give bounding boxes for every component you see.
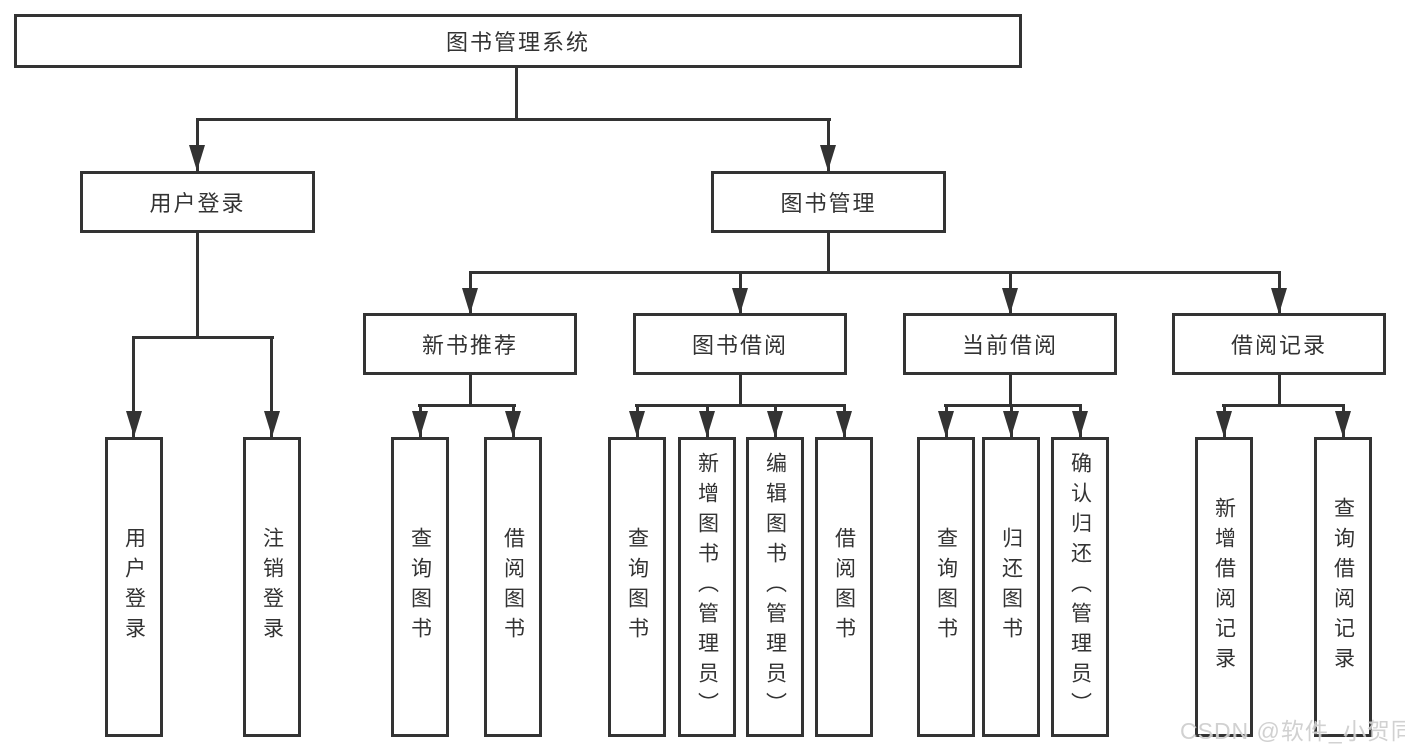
leaf-user-login: 用户登录	[105, 437, 163, 737]
leaf-return-books-label: 归还图书	[999, 527, 1023, 647]
leaf-add-borrow-record-label: 新增借阅记录	[1212, 497, 1236, 677]
leaf-current-query-books-label: 查询图书	[934, 527, 958, 647]
arrowhead-icon	[264, 411, 280, 437]
arrowhead-icon	[1002, 288, 1018, 314]
node-book-management: 图书管理	[711, 171, 946, 233]
leaf-recommend-query-books-label: 查询图书	[408, 527, 432, 647]
leaf-borrow-books: 借阅图书	[815, 437, 873, 737]
connector-line	[469, 375, 472, 406]
arrowhead-icon	[1072, 411, 1088, 437]
leaf-borrow-query-books-label: 查询图书	[625, 527, 649, 647]
leaf-edit-books-admin: 编辑图书（管理员）	[746, 437, 804, 737]
connector-line	[635, 404, 846, 407]
connector-line	[196, 233, 199, 338]
arrowhead-icon	[126, 411, 142, 437]
arrowhead-icon	[1003, 411, 1019, 437]
leaf-add-books-admin-label: 新增图书（管理员）	[695, 452, 719, 722]
node-root-system: 图书管理系统	[14, 14, 1022, 68]
connector-line	[1222, 404, 1345, 407]
leaf-add-books-admin: 新增图书（管理员）	[678, 437, 736, 737]
node-current-borrowing: 当前借阅	[903, 313, 1117, 375]
leaf-add-borrow-record: 新增借阅记录	[1195, 437, 1253, 737]
arrowhead-icon	[699, 411, 715, 437]
connector-line	[132, 336, 274, 339]
arrowhead-icon	[820, 145, 836, 171]
node-borrowing-records-label: 借阅记录	[1230, 333, 1327, 358]
leaf-confirm-return-admin: 确认归还（管理员）	[1051, 437, 1109, 737]
connector-line	[418, 404, 516, 407]
connector-line	[515, 66, 518, 120]
node-book-borrowing: 图书借阅	[633, 313, 847, 375]
leaf-logout-label: 注销登录	[260, 527, 284, 647]
connector-line	[944, 404, 1082, 407]
node-book-borrowing-label: 图书借阅	[691, 333, 788, 358]
leaf-edit-books-admin-label: 编辑图书（管理员）	[763, 452, 787, 722]
connector-line	[196, 118, 831, 121]
leaf-borrow-books-label: 借阅图书	[832, 527, 856, 647]
leaf-query-borrow-record-label: 查询借阅记录	[1331, 497, 1355, 677]
leaf-recommend-borrow-books-label: 借阅图书	[501, 527, 525, 647]
node-user-login: 用户登录	[80, 171, 315, 233]
leaf-confirm-return-admin-label: 确认归还（管理员）	[1068, 452, 1092, 722]
arrowhead-icon	[1335, 411, 1351, 437]
node-current-borrowing-label: 当前借阅	[961, 333, 1058, 358]
node-new-book-recommendation-label: 新书推荐	[421, 333, 518, 358]
connector-line	[827, 118, 830, 171]
arrowhead-icon	[412, 411, 428, 437]
connector-line	[132, 336, 135, 437]
leaf-recommend-query-books: 查询图书	[391, 437, 449, 737]
connector-line	[196, 118, 199, 171]
arrowhead-icon	[505, 411, 521, 437]
connector-line	[1009, 375, 1012, 406]
leaf-current-query-books: 查询图书	[917, 437, 975, 737]
leaf-user-login-label: 用户登录	[122, 527, 146, 647]
node-borrowing-records: 借阅记录	[1172, 313, 1386, 375]
arrowhead-icon	[189, 145, 205, 171]
connector-line	[739, 375, 742, 406]
node-user-login-label: 用户登录	[149, 191, 246, 216]
connector-line	[270, 336, 273, 437]
leaf-recommend-borrow-books: 借阅图书	[484, 437, 542, 737]
connector-line	[827, 233, 830, 273]
arrowhead-icon	[938, 411, 954, 437]
node-root-system-label: 图书管理系统	[445, 30, 590, 55]
leaf-return-books: 归还图书	[982, 437, 1040, 737]
connector-line	[469, 271, 1281, 274]
leaf-borrow-query-books: 查询图书	[608, 437, 666, 737]
leaf-query-borrow-record: 查询借阅记录	[1314, 437, 1372, 737]
node-book-management-label: 图书管理	[780, 191, 877, 216]
arrowhead-icon	[1216, 411, 1232, 437]
watermark: CSDN @软件_小贺同学	[1180, 718, 1405, 744]
arrowhead-icon	[629, 411, 645, 437]
arrowhead-icon	[767, 411, 783, 437]
arrowhead-icon	[1271, 288, 1287, 314]
connector-line	[1278, 375, 1281, 406]
arrowhead-icon	[732, 288, 748, 314]
leaf-logout: 注销登录	[243, 437, 301, 737]
arrowhead-icon	[836, 411, 852, 437]
arrowhead-icon	[462, 288, 478, 314]
node-new-book-recommendation: 新书推荐	[363, 313, 577, 375]
